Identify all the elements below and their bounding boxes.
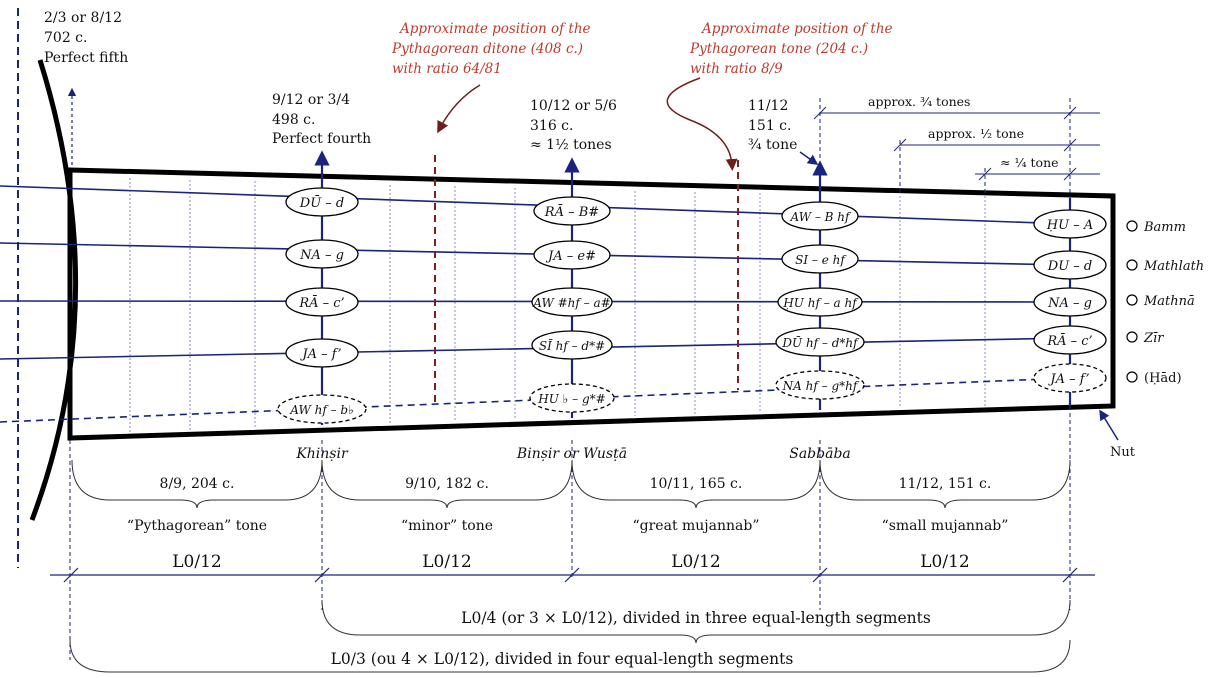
note-sabbaba-3-label: ḤU hf – a hf — [782, 296, 859, 310]
note-nut-1-label: ḤU – A — [1046, 218, 1093, 233]
string-name-2: Mathlath — [1143, 259, 1204, 274]
binsir-label: 10/12 or 5/6 316 c. ≈ 1½ tones — [530, 98, 621, 153]
string-name-3: Mathnā — [1143, 294, 1195, 309]
tone-brackets — [813, 106, 1100, 181]
interval-name-3: “great mujannab” — [633, 518, 760, 534]
string-names: Bamm Mathlath Mathnā Zīr (Ḥād) — [1126, 220, 1204, 386]
note-khinsir-5-label: AW hf – b♭ — [289, 403, 353, 417]
string-name-5: (Ḥād) — [1144, 371, 1182, 386]
soundboard-curve — [29, 59, 79, 521]
note-sabbaba-1 — [781, 201, 859, 231]
note-nut-4-label: RĀ – c’ — [1046, 333, 1092, 349]
ditone-annotation: Approximate position of the Pythagorean … — [391, 21, 595, 77]
ditone-arrow — [437, 84, 481, 134]
interval-name-4: “small mujannab” — [882, 518, 1009, 534]
note-khinsir-3 — [285, 287, 359, 317]
nut-arrow — [1099, 409, 1119, 441]
string-name-1: Bamm — [1143, 220, 1186, 235]
string-marker-icon — [1126, 331, 1138, 343]
khinsir-notes: DŪ – d NA – g RĀ – c’ JA – f’ AW hf – b♭ — [277, 187, 367, 424]
note-khinsir-1-label: DŪ – d — [299, 195, 344, 211]
segment-line — [50, 567, 1095, 583]
interval-ratio-1: 8/9, 204 c. — [160, 476, 235, 492]
note-nut-3-label: NA – g — [1047, 296, 1092, 311]
note-nut-2 — [1033, 250, 1107, 280]
note-sabbaba-5 — [775, 370, 865, 400]
interval-labels: 8/9, 204 c. 9/10, 182 c. 10/11, 165 c. 1… — [127, 476, 1009, 534]
fret-name-binsir: Binṣir or Wusṭā — [516, 446, 627, 462]
note-sabbaba-1-label: AW – B hf — [790, 210, 853, 224]
half-tone-label: approx. ½ tone — [928, 126, 1024, 141]
quarter-length-label: L0/4 (or 3 × L0/12), divided in three eq… — [461, 609, 931, 627]
note-khinsir-2 — [285, 239, 359, 269]
note-sabbaba-2-label: SI – e hf — [795, 253, 847, 267]
quarter-length-bracket — [321, 599, 1071, 644]
nut-notes: ḤU – A DU – d NA – g RĀ – c’ JA – f’ — [1033, 209, 1107, 393]
interval-ratio-2: 9/10, 182 c. — [405, 476, 489, 492]
note-nut-1 — [1033, 209, 1107, 239]
note-binsir-1 — [533, 196, 611, 226]
third-length-bracket — [69, 639, 1071, 673]
sabbaba-notes: AW – B hf SI – e hf ḤU hf – a hf DŪ hf –… — [775, 201, 865, 400]
note-nut-2-label: DU – d — [1047, 259, 1092, 274]
interval-name-1: “Pythagorean” tone — [127, 518, 267, 534]
note-binsir-5 — [529, 383, 615, 413]
segment-label-4: L0/12 — [920, 552, 969, 572]
note-nut-5-label: JA – f’ — [1047, 372, 1089, 387]
note-khinsir-4-label: JA – f’ — [299, 347, 341, 362]
interval-name-2: “minor” tone — [401, 518, 493, 534]
tone-annotation: Approximate position of the Pythagorean … — [689, 21, 897, 77]
string-marker-icon — [1126, 294, 1138, 306]
fret-name-sabbaba: Sabbāba — [789, 446, 851, 462]
note-nut-3 — [1033, 287, 1107, 317]
note-khinsir-3-label: RĀ – c’ — [298, 295, 344, 311]
note-binsir-1-label: RĀ – B# — [544, 204, 599, 220]
fret-name-khinsir: Khinṣir — [295, 446, 349, 462]
note-binsir-4-label: SĪ hf – d*# — [539, 338, 605, 353]
string-marker-icon — [1126, 371, 1138, 383]
string-marker-icon — [1126, 259, 1138, 271]
note-binsir-2-label: JA – e# — [545, 249, 596, 264]
note-khinsir-4 — [285, 338, 359, 368]
note-sabbaba-3 — [777, 287, 863, 317]
third-length-label: L0/3 (ou 4 × L0/12), divided in four equ… — [331, 650, 794, 668]
string-marker-icon — [1126, 220, 1138, 232]
segment-labels: L0/12 L0/12 L0/12 L0/12 — [172, 552, 969, 572]
three-quarter-tone-label: approx. ¾ tones — [868, 94, 970, 109]
note-nut-4 — [1033, 325, 1107, 355]
fourth-label: 9/12 or 3/4 498 c. Perfect fourth — [272, 92, 371, 147]
interval-ratio-4: 11/12, 151 c. — [899, 476, 992, 492]
quarter-tone-label: ≈ ¼ tone — [1000, 155, 1059, 170]
note-nut-5 — [1033, 363, 1107, 393]
note-sabbaba-4 — [775, 327, 865, 357]
note-khinsir-1 — [285, 187, 359, 217]
fifth-label: 2/3 or 8/12 702 c. Perfect fifth — [44, 10, 128, 66]
tone-arrow — [666, 77, 738, 171]
note-sabbaba-5-label: NA hf – g*hf — [782, 379, 860, 393]
note-sabbaba-2 — [781, 244, 859, 274]
nut-label: Nut — [1110, 445, 1136, 460]
note-binsir-3-label: AW #hf – a# — [532, 296, 610, 310]
binsir-notes: RĀ – B# JA – e# AW #hf – a# SĪ hf – d*# … — [529, 196, 615, 413]
sabbaba-label: 11/12 151 c. ¾ tone — [748, 98, 797, 153]
segment-label-2: L0/12 — [422, 552, 471, 572]
interval-brackets — [71, 459, 1071, 509]
segment-label-1: L0/12 — [172, 552, 221, 572]
string-name-4: Zīr — [1143, 331, 1164, 346]
note-khinsir-5 — [277, 394, 367, 424]
note-binsir-4 — [531, 330, 613, 360]
note-sabbaba-4-label: DŪ hf – d*hf — [781, 335, 860, 350]
note-khinsir-2-label: NA – g — [299, 248, 344, 263]
note-binsir-2 — [533, 240, 611, 270]
note-binsir-3 — [531, 287, 613, 317]
sabbaba-arrow — [799, 151, 819, 166]
neck-outline — [67, 167, 1116, 441]
segment-label-3: L0/12 — [671, 552, 720, 572]
note-binsir-5-label: HU ♭ – g*# — [537, 392, 605, 406]
interval-ratio-3: 10/11, 165 c. — [650, 476, 743, 492]
